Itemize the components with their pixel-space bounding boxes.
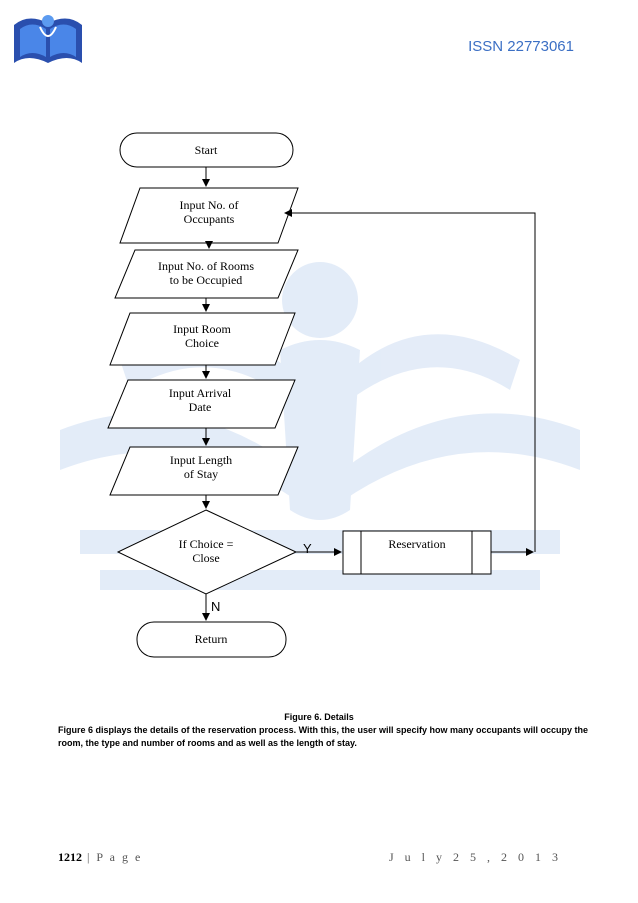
reservation-process: [342, 530, 492, 575]
step4-line1: Input Arrival: [169, 386, 232, 400]
issn-label: ISSN 22773061: [468, 38, 574, 55]
step2-line2: to be Occupied: [170, 273, 243, 287]
input-length-shape: [109, 446, 299, 496]
decision-line1: If Choice =: [179, 537, 234, 551]
input-arrival-shape: [107, 379, 296, 429]
yes-label: Y: [303, 541, 312, 556]
step3-line1: Input Room: [173, 322, 231, 336]
reservation-label: Reservation: [388, 537, 445, 551]
page-label: | P a g e: [82, 850, 143, 864]
step5-line2: of Stay: [184, 467, 218, 481]
no-label: N: [211, 599, 220, 614]
step5-line1: Input Length: [170, 453, 232, 467]
page-number: 1212: [58, 850, 82, 864]
footer-date: J u l y 2 5 , 2 0 1 3: [388, 850, 562, 864]
body-paragraph: Figure 6 displays the details of the res…: [58, 725, 589, 748]
journal-logo: [14, 15, 82, 63]
figure-caption: Figure 6. Details: [284, 712, 354, 722]
return-terminator: [136, 621, 287, 658]
step1-line2: Occupants: [184, 212, 235, 226]
decision-line2: Close: [192, 551, 219, 565]
step4-line2: Date: [189, 400, 212, 414]
input-rooms-shape: [114, 249, 299, 299]
footer-page: 1212 | P a g e: [58, 850, 142, 865]
start-label: Start: [195, 143, 218, 157]
step2-line1: Input No. of Rooms: [158, 259, 254, 273]
input-room-choice-shape: [109, 312, 296, 366]
return-label: Return: [195, 632, 228, 646]
input-occupants-shape: [119, 187, 299, 244]
step3-line2: Choice: [185, 336, 219, 350]
step1-line1: Input No. of: [180, 198, 239, 212]
